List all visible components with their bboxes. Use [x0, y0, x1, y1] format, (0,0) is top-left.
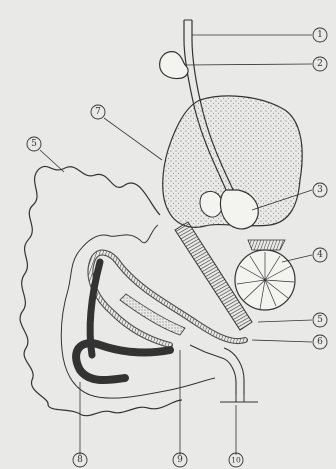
label-6: 6: [313, 335, 327, 349]
outlet-base: [220, 395, 258, 402]
kidney-structure: [160, 52, 188, 79]
label-4-text: 4: [317, 250, 323, 260]
label-5-right: 5: [313, 313, 327, 327]
label-4: 4: [313, 248, 327, 262]
label-5-left-text: 5: [31, 139, 37, 149]
label-1-text: 1: [317, 30, 323, 40]
label-7: 7: [91, 105, 105, 119]
label-2: 2: [313, 57, 327, 71]
label-5-right-text: 5: [317, 315, 323, 325]
label-9: 9: [173, 453, 187, 467]
label-5-left: 5: [27, 137, 41, 151]
label-1: 1: [313, 28, 327, 42]
label-10-text: 10: [231, 456, 241, 465]
radial-organ: [235, 240, 295, 310]
label-7-text: 7: [95, 107, 101, 117]
outlet-duct: [190, 345, 244, 395]
label-8: 8: [73, 453, 87, 467]
label-6-text: 6: [317, 337, 323, 347]
label-3-text: 3: [317, 185, 323, 195]
label-9-text: 9: [177, 455, 183, 465]
label-2-text: 2: [317, 59, 323, 69]
label-8-text: 8: [77, 455, 83, 465]
label-3: 3: [313, 183, 327, 197]
label-10: 10: [229, 453, 243, 467]
